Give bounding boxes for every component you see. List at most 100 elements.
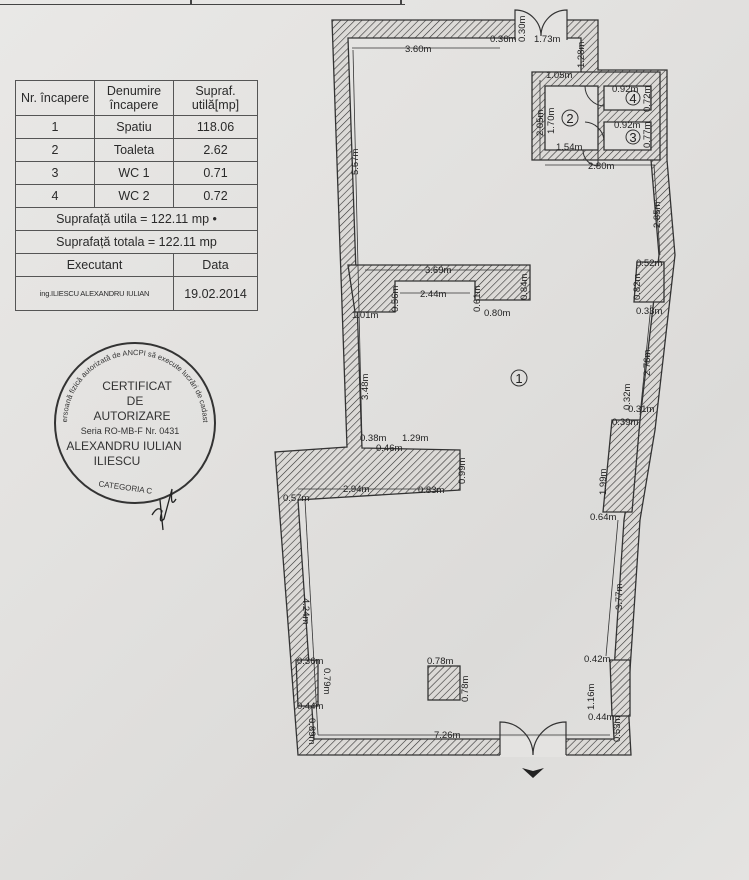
- dimension-label: 0.44m: [588, 712, 614, 723]
- cell-area: 118.06: [173, 115, 258, 139]
- header-nr: Nr. încapere: [15, 80, 95, 116]
- dimension-label: 0.46m: [376, 443, 402, 454]
- dimension-label: 0.38m: [360, 433, 386, 444]
- door-wc2: [584, 85, 605, 107]
- dimension-label: 1.05m: [546, 70, 572, 81]
- dimension-label: 0.42m: [584, 654, 610, 665]
- dimension-label: 0.57m: [283, 493, 309, 504]
- dimension-label: 2.80m: [588, 161, 614, 172]
- dimension-label: 0.84m: [519, 274, 530, 300]
- stamp-line: AUTORIZARE: [93, 409, 170, 423]
- dimension-label: 0.82m: [632, 274, 643, 300]
- header-name: Denumire încapere: [94, 80, 174, 116]
- stamp-line: CERTIFICAT: [102, 379, 172, 393]
- double-door-top: [514, 9, 568, 40]
- dimension-label: 5.67m: [350, 149, 361, 175]
- dimension-labels: 3.60m 0.36m 1.73m 1.28m 0.30m 1.05m 0.92…: [283, 16, 663, 745]
- dimension-label: 2.85m: [652, 202, 663, 228]
- dimension-label: 1.16m: [586, 684, 597, 710]
- dimension-label: 0.78m: [427, 656, 453, 667]
- dimension-label: 2.05m: [535, 110, 546, 136]
- dimension-label: 0.30m: [517, 16, 528, 42]
- dimension-label: 1.28m: [576, 42, 587, 68]
- dimension-label: 1.99m: [598, 469, 609, 495]
- dimension-label: 0.80m: [484, 308, 510, 319]
- cell-nr: 3: [15, 161, 95, 185]
- cell-nr: 2: [15, 138, 95, 162]
- cell-name: Spatiu: [94, 115, 174, 139]
- dimension-label: 0.83m: [418, 485, 444, 496]
- executant-name: ing.ILIESCU ALEXANDRU IULIAN: [15, 276, 174, 311]
- dimension-label: 0.61m: [472, 286, 483, 312]
- cropped-table-edge: [0, 0, 405, 5]
- entrance-arrow-icon: [522, 768, 544, 778]
- date-value: 19.02.2014: [173, 276, 258, 311]
- authorization-stamp: Persoană fizică autorizată de ANCPI să e…: [0, 0, 216, 531]
- dimension-label: 0.31m: [628, 404, 654, 415]
- room-number: 4: [629, 91, 636, 106]
- signature: [151, 488, 177, 531]
- header-area: Supraf. utilă[mp]: [173, 80, 258, 116]
- dimension-label: 0.72m: [642, 86, 653, 112]
- room-number: 2: [566, 111, 573, 126]
- cell-area: 0.71: [173, 161, 258, 185]
- dimension-label: 2.94m: [343, 484, 369, 495]
- pier: [633, 261, 665, 303]
- executant-label: Executant: [15, 253, 174, 277]
- room-markers: 1 2 3 4: [510, 90, 641, 387]
- walls: [274, 9, 676, 778]
- interior-wall: [347, 264, 531, 313]
- dimension-label: 0.33m: [636, 306, 662, 317]
- door-toilet: [582, 149, 599, 167]
- dimension-label: 0.99m: [457, 458, 468, 484]
- dimension-label: 7.26m: [434, 730, 460, 741]
- entry-door-gap-bottom: [500, 737, 566, 757]
- stamp-line: Seria RO-MB-F Nr. 0431: [81, 426, 180, 436]
- stamp-line: ILIESCU: [94, 454, 141, 468]
- dimension-label: 3.60m: [405, 44, 431, 55]
- stamp-rim-text: Persoană fizică autorizată de ANCPI să e…: [0, 0, 210, 423]
- pillar: [427, 665, 461, 701]
- dimension-label: 0.52m: [636, 258, 662, 269]
- dimension-label: 0.36m: [490, 34, 516, 45]
- pier: [602, 419, 641, 513]
- dimension-label: 1.70m: [546, 108, 557, 134]
- door-wc1: [584, 121, 605, 141]
- area-table: Nr. încapere Denumire încapere Supraf. u…: [15, 80, 258, 311]
- dimension-label: 0.64m: [590, 512, 616, 523]
- dimension-label: 2.76m: [642, 350, 653, 376]
- date-label: Data: [173, 253, 258, 277]
- dimension-label: 0.32m: [622, 384, 633, 410]
- stamp-category: CATEGORIA C: [98, 479, 153, 495]
- dimension-label: 0.92m: [614, 120, 640, 131]
- dimension-label: 0.89m: [306, 718, 317, 744]
- dimension-label: 3.48m: [360, 374, 371, 400]
- dimension-label: 0.92m: [612, 84, 638, 95]
- dimension-label: 0.44m: [297, 701, 323, 712]
- dimension-label: 0.79m: [321, 668, 332, 694]
- dimension-label: 0.53m: [612, 716, 623, 742]
- room-number: 1: [515, 371, 522, 386]
- room-number: 3: [629, 130, 636, 145]
- entry-door-gap-top: [515, 18, 567, 40]
- stamp-line: DE: [127, 394, 144, 408]
- cell-name: Toaleta: [94, 138, 174, 162]
- dimension-label: 0.56m: [390, 286, 401, 312]
- dimension-label: 3.77m: [614, 584, 625, 610]
- double-door-bottom: [499, 721, 567, 756]
- dimension-label: 0.36m: [297, 656, 323, 667]
- dimension-label: 1.01m: [352, 310, 378, 321]
- dimension-label: 2.44m: [420, 289, 446, 300]
- dimension-label: 0.77m: [642, 122, 653, 148]
- total-area: Suprafață totala = 122.11 mp: [15, 230, 258, 254]
- dimension-label: 0.78m: [460, 676, 471, 702]
- stamp-line: ALEXANDRU IULIAN: [66, 439, 181, 453]
- dimension-label: 0.39m: [612, 417, 638, 428]
- pier: [609, 659, 631, 717]
- dimension-label: 1.73m: [534, 34, 560, 45]
- dimension-label: 4.24m: [300, 598, 311, 624]
